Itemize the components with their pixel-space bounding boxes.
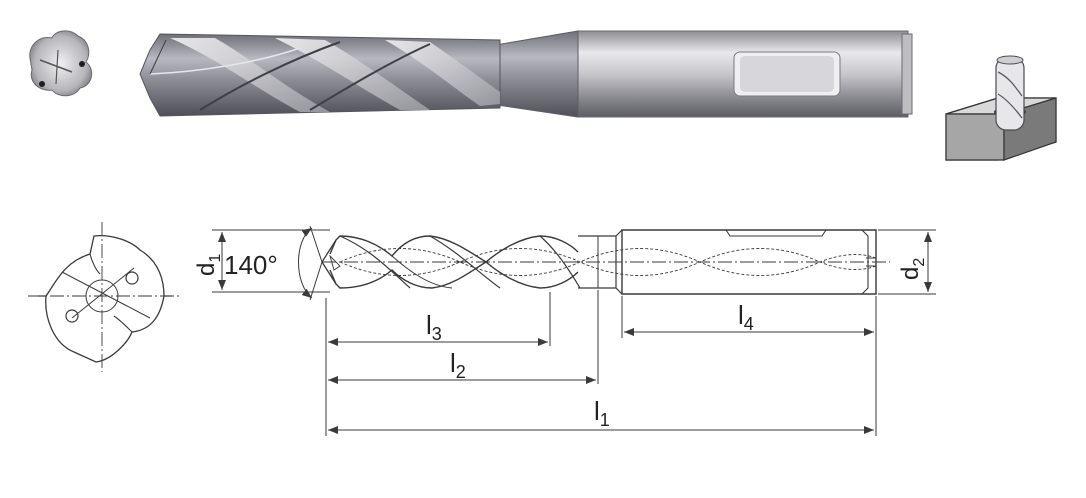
drill-side-view-drawing — [321, 229, 890, 295]
drill-tip-cross-section-icon — [29, 30, 93, 97]
dim-label-l4: l4 — [738, 300, 754, 334]
dim-label-l3: l3 — [426, 310, 442, 344]
dim-label-l1: l1 — [594, 396, 610, 430]
dim-label-d2: d2 — [897, 258, 928, 280]
drill-bit-photo — [139, 30, 913, 118]
dim-label-d1: d1 — [193, 254, 224, 276]
dimension-labels: d1 140° d2 l3 l2 l1 l4 — [193, 250, 928, 430]
blind-hole-drilling-icon — [945, 55, 1057, 161]
cross-section-drawing — [28, 222, 182, 372]
angle-label: 140° — [224, 250, 278, 280]
dimension-lines — [212, 225, 936, 436]
dim-label-l2: l2 — [450, 348, 466, 382]
